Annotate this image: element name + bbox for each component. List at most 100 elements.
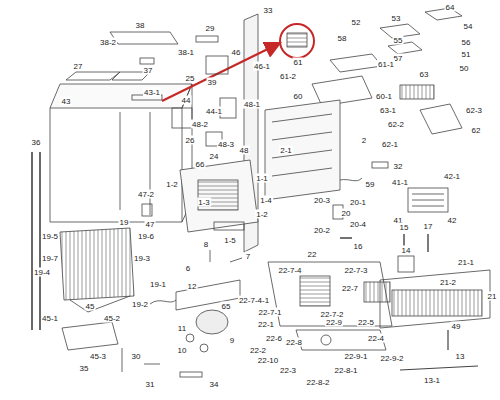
callout-number: 60-1: [375, 92, 393, 101]
callout-number: 12: [187, 282, 198, 291]
callout-number: 29: [205, 24, 216, 33]
callout-number: 44-1: [205, 107, 223, 116]
callout-number: 22-5: [357, 318, 375, 327]
callout-number: 39: [207, 78, 218, 87]
callout-number: 22-2: [249, 346, 267, 355]
callout-number: 7: [245, 252, 251, 261]
callout-number: 1-5: [223, 236, 237, 245]
callout-number: 22-7-3: [343, 266, 368, 275]
callout-number: 22-8: [285, 338, 303, 347]
callout-number: 1-2: [255, 210, 269, 219]
callout-number: 46: [231, 48, 242, 57]
callout-number: 20: [341, 209, 352, 218]
callout-number: 33: [263, 6, 274, 15]
callout-number: 21-1: [457, 258, 475, 267]
callout-number: 1-3: [197, 198, 211, 207]
callout-number: 22: [307, 250, 318, 259]
callout-number: 30: [131, 352, 142, 361]
callout-number: 21-2: [439, 278, 457, 287]
callout-number: 20-4: [349, 220, 367, 229]
callout-number: 62-1: [381, 140, 399, 149]
callout-number: 10: [177, 346, 188, 355]
callout-number: 62-2: [387, 120, 405, 129]
callout-number: 51: [461, 50, 472, 59]
callout-number: 19: [119, 218, 130, 227]
callout-number: 43-1: [143, 88, 161, 97]
callout-number: 19-6: [137, 232, 155, 241]
callout-number: 22-7: [341, 284, 359, 293]
callout-number: 25: [185, 74, 196, 83]
callout-number: 22-9-1: [343, 352, 368, 361]
callout-number: 11: [177, 324, 187, 333]
callout-number: 63: [419, 70, 430, 79]
callout-number: 2: [361, 136, 367, 145]
callout-number: 19-1: [149, 280, 167, 289]
callout-number: 27: [73, 62, 84, 71]
callout-number: 65: [221, 302, 232, 311]
callout-number: 54: [463, 22, 474, 31]
callout-number: 13: [455, 352, 466, 361]
callout-number: 6: [185, 264, 191, 273]
callout-number: 22-1: [257, 320, 275, 329]
callout-number: 16: [353, 242, 364, 251]
callout-number: 63-1: [379, 106, 397, 115]
callout-number: 22-6: [265, 334, 283, 343]
callout-number: 48-3: [217, 140, 235, 149]
callout-number: 47: [145, 220, 156, 229]
callout-number: 56: [461, 38, 472, 47]
callout-number: 61-2: [279, 72, 297, 81]
callout-number: 50: [459, 64, 470, 73]
callout-number: 19-5: [41, 232, 59, 241]
callout-number: 22-8-1: [333, 366, 358, 375]
callout-number: 59: [365, 180, 376, 189]
callout-number: 55: [393, 36, 404, 45]
callout-number: 45-2: [103, 314, 121, 323]
callout-number: 42: [447, 216, 458, 225]
callout-number: 52: [351, 18, 362, 27]
callout-number: 20-3: [313, 196, 331, 205]
callout-number: 37: [143, 66, 154, 75]
callout-number: 19-2: [131, 300, 149, 309]
callout-number: 47-2: [137, 190, 155, 199]
callout-number: 36: [31, 138, 42, 147]
callout-number: 41-1: [391, 178, 409, 187]
callout-number: 45: [85, 302, 96, 311]
callout-number: 1-1: [255, 174, 269, 183]
callout-number: 14: [401, 246, 412, 255]
callout-number: 53: [391, 14, 402, 23]
callout-number: 19-7: [41, 254, 59, 263]
callout-number: 1-4: [259, 196, 273, 205]
callout-number: 58: [337, 34, 348, 43]
callout-number: 22-7-4: [277, 266, 302, 275]
callout-number: 48-1: [243, 100, 261, 109]
callout-number: 17: [423, 222, 434, 231]
callout-number: 19-4: [33, 268, 51, 277]
callout-number: 22-7-4-1: [238, 296, 270, 305]
callout-number: 22-7-1: [257, 308, 282, 317]
callout-number: 32: [393, 162, 404, 171]
callout-number: 20-2: [313, 226, 331, 235]
callout-number: 22-10: [257, 356, 279, 365]
callout-number: 34: [209, 380, 220, 389]
callout-number: 49: [451, 322, 462, 331]
callout-number: 48-2: [191, 120, 209, 129]
callout-number: 42-1: [443, 172, 461, 181]
callout-number: 61: [293, 58, 304, 67]
callout-number: 22-9-2: [379, 354, 404, 363]
callout-number: 19-3: [133, 254, 151, 263]
callout-number: 66: [195, 160, 206, 169]
callout-number: 13-1: [423, 376, 441, 385]
callout-number: 9: [229, 336, 235, 345]
callout-number: 43: [61, 97, 72, 106]
callout-number: 22-4: [367, 334, 385, 343]
callout-number: 22-3: [279, 366, 297, 375]
callout-number: 60: [293, 92, 304, 101]
callout-number: 15: [399, 223, 410, 232]
callout-number: 38-2: [99, 38, 117, 47]
callout-number: 38-1: [177, 48, 195, 57]
callout-number: 46-1: [253, 62, 271, 71]
callout-number: 38: [135, 21, 146, 30]
callout-number: 44: [181, 96, 192, 105]
callout-number: 22-8-2: [305, 378, 330, 387]
